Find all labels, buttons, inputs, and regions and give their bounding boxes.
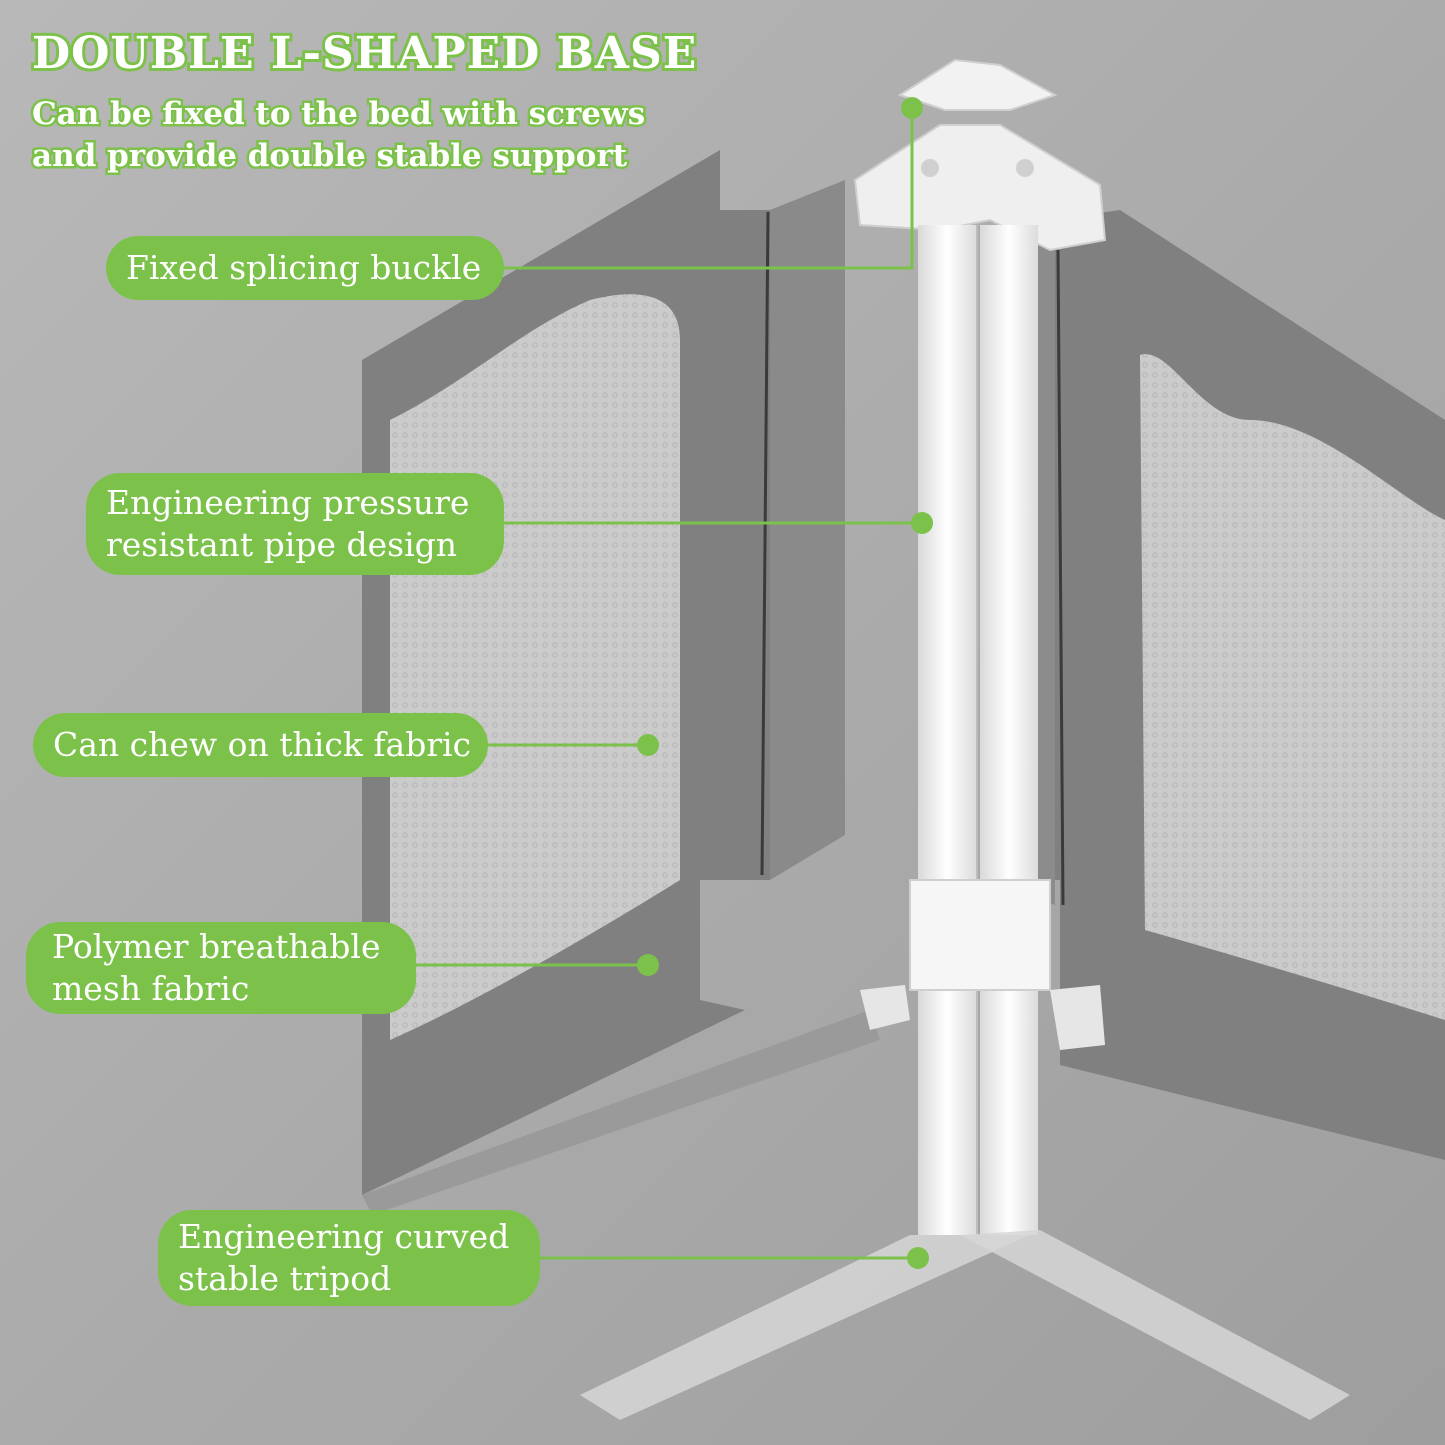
- headline: DOUBLE L-SHAPED BASE: [29, 25, 699, 82]
- corner-connector: [853, 58, 1107, 252]
- callout-text: Engineering curved: [178, 1217, 510, 1256]
- callout-curved-tripod: Engineering curved stable tripod: [158, 1210, 540, 1306]
- left-bottom-bracket: [860, 985, 910, 1030]
- callout-text: stable tripod: [178, 1259, 392, 1298]
- callout-text: Polymer breathable: [52, 927, 381, 966]
- callout-text: Can chew on thick fabric: [53, 725, 472, 764]
- subtitle-line-2: and provide double stable support: [29, 136, 629, 177]
- callout-text: Fixed splicing buckle: [126, 248, 482, 287]
- callout-text: Engineering pressure: [106, 483, 470, 522]
- right-bottom-bracket: [1050, 985, 1105, 1050]
- callout-breathable-mesh: Polymer breathable mesh fabric: [26, 922, 416, 1014]
- tripod-legs: [580, 1230, 1350, 1420]
- callout-thick-fabric: Can chew on thick fabric: [33, 713, 488, 777]
- subtitle-line-1: Can be fixed to the bed with screws: [29, 94, 647, 135]
- callout-pressure-resistant-pipe: Engineering pressure resistant pipe desi…: [86, 473, 504, 575]
- leader-lines: [412, 110, 922, 1260]
- callout-text: mesh fabric: [52, 969, 250, 1008]
- callout-fixed-splicing-buckle: Fixed splicing buckle: [106, 236, 504, 300]
- leader-dots: [637, 97, 933, 1269]
- vertical-poles: [909, 225, 1051, 1235]
- callout-text: resistant pipe design: [106, 525, 458, 564]
